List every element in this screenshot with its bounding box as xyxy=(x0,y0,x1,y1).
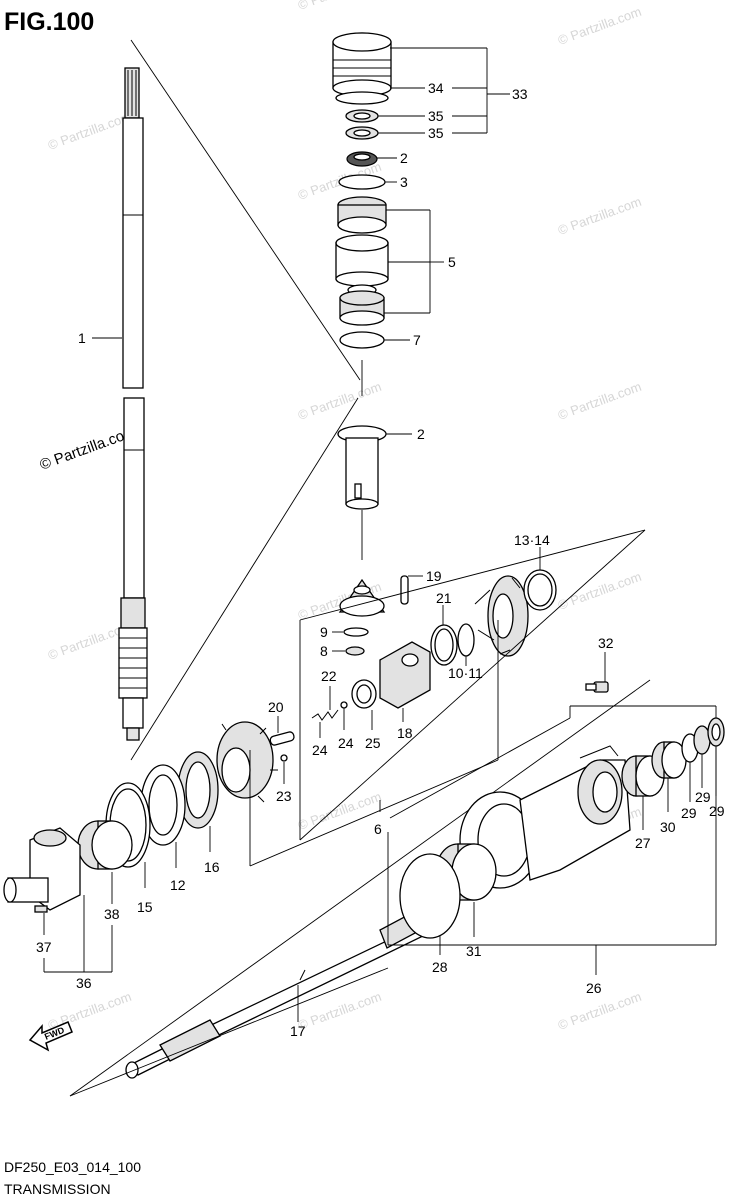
callout-4: 2 xyxy=(400,150,408,166)
o-ring-28[interactable] xyxy=(399,853,461,939)
seal-34[interactable] xyxy=(335,91,389,105)
seal-35a[interactable] xyxy=(345,109,379,123)
callout-29b: 29 xyxy=(709,803,725,819)
washer-9[interactable] xyxy=(343,627,369,637)
callout-15: 15 xyxy=(137,899,153,915)
needle-bearing-27b[interactable] xyxy=(651,741,687,779)
callout-6: 6 xyxy=(374,821,382,837)
nut-8[interactable] xyxy=(345,646,365,656)
reverse-gear[interactable] xyxy=(216,721,278,803)
callout-35a: 35 xyxy=(428,108,444,124)
watermark-text: © Partzilla.com xyxy=(556,194,643,238)
ring-13-14[interactable] xyxy=(523,569,557,611)
callout-9: 9 xyxy=(320,624,328,640)
needle-bearing-27a[interactable] xyxy=(621,755,665,797)
callout-1: 1 xyxy=(78,330,86,346)
ring-3[interactable] xyxy=(338,174,386,190)
callout-32: 32 xyxy=(598,635,614,651)
callout-25: 25 xyxy=(365,735,381,751)
drive-shaft[interactable] xyxy=(118,67,148,741)
seal-29b[interactable] xyxy=(707,717,725,747)
bearing-housing-36[interactable] xyxy=(3,827,81,911)
plunger-20[interactable] xyxy=(269,731,295,746)
callout-36: 36 xyxy=(76,975,92,991)
ring-7[interactable] xyxy=(339,331,385,349)
bearing-4[interactable] xyxy=(346,151,378,167)
callout-22: 22 xyxy=(321,668,337,684)
callout-2: 2 xyxy=(417,426,425,442)
callout-16: 16 xyxy=(204,859,220,875)
callout-35b: 35 xyxy=(428,125,444,141)
callout-21: 21 xyxy=(436,590,452,606)
figure-title: FIG.100 xyxy=(4,8,94,36)
callout-23: 23 xyxy=(276,788,292,804)
watermark-text: © Partzilla.com xyxy=(556,4,643,48)
callout-27a: 27 xyxy=(635,835,651,851)
callout-27b: 30 xyxy=(660,819,676,835)
callout-20: 20 xyxy=(268,699,284,715)
clutch-dog-18[interactable] xyxy=(379,641,431,709)
callout-5: 5 xyxy=(448,254,456,270)
watermark-text: © Partzilla.com xyxy=(296,0,383,13)
thrust-bearing-16[interactable] xyxy=(177,751,219,829)
callout-17: 17 xyxy=(290,1023,306,1039)
thrust-washer-12[interactable] xyxy=(140,764,186,846)
callout-24b: 24 xyxy=(338,735,354,751)
bearing-38[interactable] xyxy=(77,820,133,870)
watermark-text: © Partzilla.com xyxy=(46,109,133,153)
callout-37: 37 xyxy=(36,939,52,955)
watermark-text: © Partzilla.com xyxy=(296,789,383,833)
sleeve-5[interactable] xyxy=(335,234,389,287)
callout-31: 31 xyxy=(466,943,482,959)
callout-33: 33 xyxy=(512,86,528,102)
pin-23[interactable] xyxy=(280,754,288,762)
callout-8: 8 xyxy=(320,643,328,659)
callout-26: 26 xyxy=(586,980,602,996)
callout-13-14: 13·14 xyxy=(514,532,550,548)
callout-7: 7 xyxy=(413,332,421,348)
callout-19: 19 xyxy=(426,568,442,584)
diagram-code: DF250_E03_014_100 xyxy=(4,1159,141,1175)
ring-21[interactable] xyxy=(430,624,458,666)
callout-28: 28 xyxy=(432,959,448,975)
bearing-5-upper[interactable] xyxy=(337,196,387,234)
watermark-text: © Partzilla.com xyxy=(296,379,383,423)
sleeve-2[interactable] xyxy=(337,425,387,510)
callout-38: 38 xyxy=(104,906,120,922)
upper-bearing-housing[interactable] xyxy=(332,32,392,97)
callout-18: 18 xyxy=(397,725,413,741)
callout-30: 29 xyxy=(681,805,697,821)
propeller-shaft[interactable] xyxy=(125,905,433,1079)
seal-35b[interactable] xyxy=(345,126,379,140)
bevel-gear[interactable] xyxy=(474,575,529,657)
callout-34: 34 xyxy=(428,80,444,96)
watermark-text: © Partzilla.com xyxy=(296,989,383,1033)
callout-12: 12 xyxy=(170,877,186,893)
watermark-text-primary: © Partzilla.com xyxy=(38,423,139,474)
bushing-25[interactable] xyxy=(351,679,377,709)
callout-3: 3 xyxy=(400,174,408,190)
pin-37[interactable] xyxy=(34,905,48,913)
bearing-5-lower[interactable] xyxy=(339,284,385,326)
ball-24a[interactable] xyxy=(340,701,348,709)
pin-19[interactable] xyxy=(400,575,409,605)
watermark-text: © Partzilla.com xyxy=(556,569,643,613)
washer-10-11[interactable] xyxy=(457,623,475,657)
bolt-32[interactable] xyxy=(585,681,609,693)
spring-22[interactable] xyxy=(311,709,339,721)
callout-10-11: 10·11 xyxy=(448,665,483,681)
watermark-text: © Partzilla.com xyxy=(556,379,643,423)
callout-24a: 24 xyxy=(312,742,328,758)
callout-29a: 29 xyxy=(695,789,711,805)
section-title: TRANSMISSION xyxy=(4,1181,111,1197)
